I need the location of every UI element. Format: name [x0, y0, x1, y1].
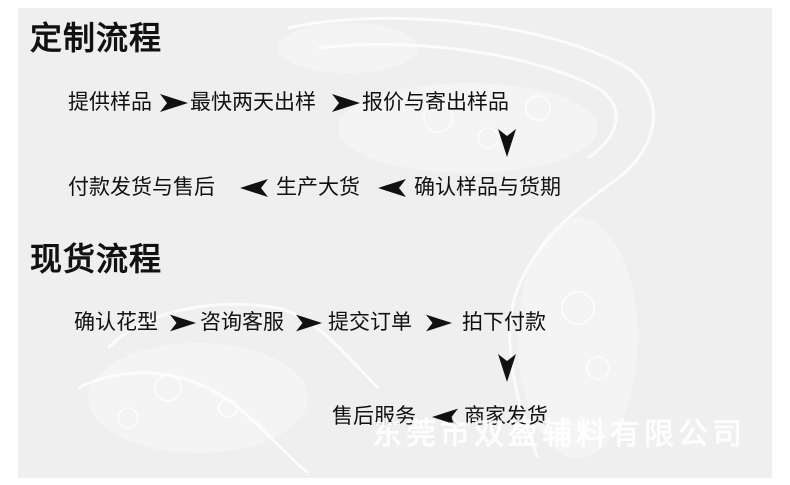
company-watermark: 东莞市双盈辅料有限公司 — [372, 417, 746, 452]
arrow-left-icon — [378, 179, 406, 197]
custom-step-confirm-sample: 确认样品与货期 — [414, 175, 561, 199]
custom-step-sample-fast: 最快两天出样 — [190, 90, 316, 114]
stock-step-confirm-pattern: 确认花型 — [74, 310, 158, 334]
arrow-right-icon — [170, 314, 196, 332]
stock-step-place-payment: 拍下付款 — [462, 310, 546, 334]
arrow-left-icon — [240, 179, 268, 197]
stock-step-after-sales: 售后服务 — [332, 404, 416, 428]
arrow-right-icon — [160, 94, 188, 112]
custom-step-provide-sample: 提供样品 — [68, 90, 152, 114]
stock-step-submit-order: 提交订单 — [328, 310, 412, 334]
custom-step-quote-send-sample: 报价与寄出样品 — [362, 90, 509, 114]
arrow-right-icon — [426, 314, 452, 332]
arrow-right-icon — [296, 314, 322, 332]
arrow-right-icon — [332, 94, 360, 112]
arrow-down-icon — [498, 129, 516, 157]
stock-step-merchant-ships: 商家发货 — [464, 404, 548, 428]
custom-process-title: 定制流程 — [30, 19, 163, 57]
arrow-down-icon — [498, 354, 516, 382]
process-panel: 定制流程 提供样品 最快两天出样 报价与寄出样品 付款发货与售后 生产大货 确认… — [18, 8, 772, 478]
stock-process-title: 现货流程 — [30, 240, 163, 278]
arrow-left-icon — [432, 408, 458, 426]
custom-step-mass-production: 生产大货 — [276, 175, 360, 199]
custom-step-payment-shipping: 付款发货与售后 — [68, 175, 215, 199]
stock-step-consult-service: 咨询客服 — [200, 310, 284, 334]
